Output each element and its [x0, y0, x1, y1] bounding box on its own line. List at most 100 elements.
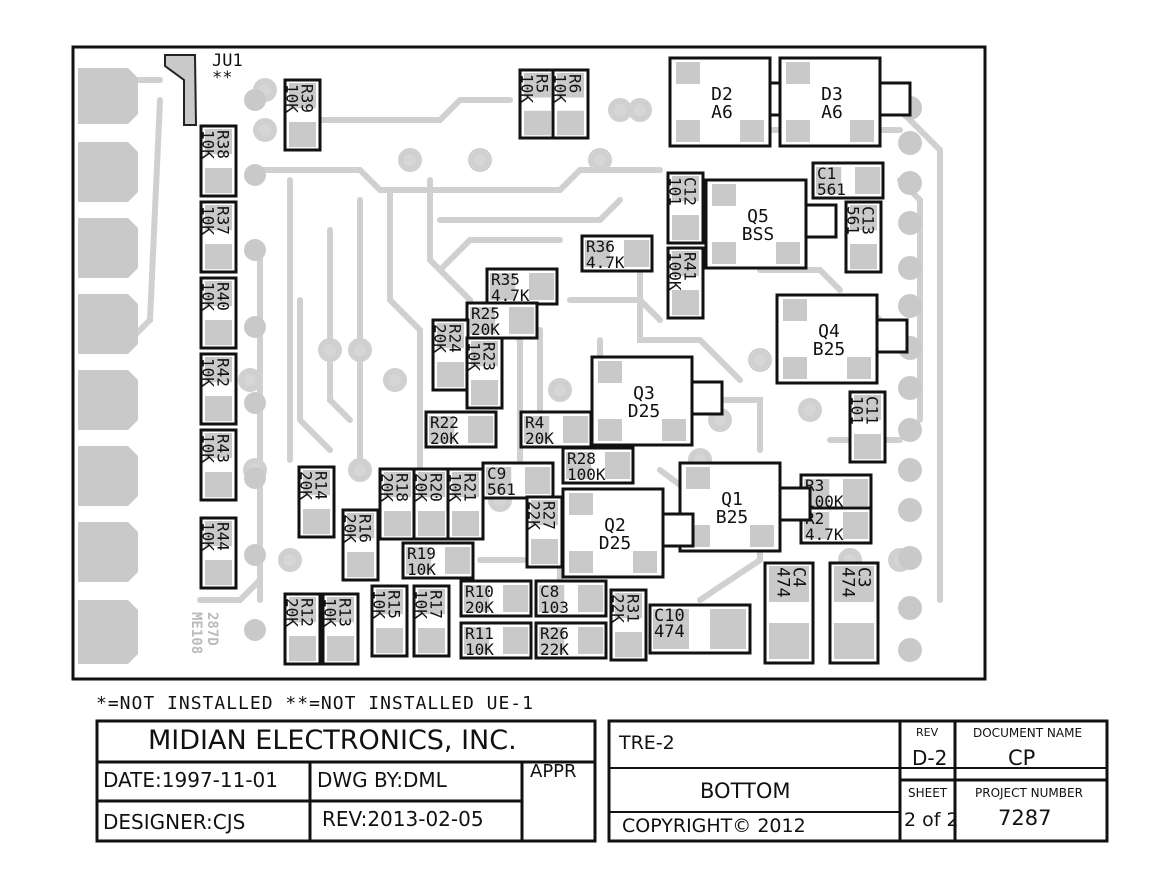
component-label: R610K — [550, 74, 584, 103]
component-r39: R3910K — [282, 78, 322, 152]
component-r42: R4210K — [198, 352, 238, 426]
svg-text:287D: 287D — [204, 612, 220, 646]
drawn-by-field: DWG BY:DML — [317, 768, 447, 792]
component-r6: R610K — [550, 68, 590, 140]
jumper-ju1: JU1 ** — [164, 51, 243, 126]
component-label: R4410K — [198, 522, 232, 551]
component-label: R4010K — [198, 282, 232, 311]
component-label: R3910K — [282, 84, 316, 113]
component-label: C4474 — [773, 567, 809, 598]
component-label: R1710K — [411, 590, 445, 619]
component-r27: R2722K — [524, 495, 564, 569]
component-r15: R1510K — [369, 584, 409, 658]
component-label: R2722K — [524, 501, 558, 530]
component-label: R1220K — [282, 598, 316, 627]
sheet-label: SHEET — [908, 786, 948, 800]
component-label: R510K — [517, 74, 551, 103]
component-r17: R1710K — [411, 584, 451, 658]
component-r38: R3810K — [198, 124, 238, 198]
component-label: R1820K — [377, 473, 411, 502]
jumper-marks: ** — [212, 68, 232, 88]
component-r40: R4010K — [198, 276, 238, 350]
component-r31: R3122K — [608, 588, 648, 662]
company-name: MIDIAN ELECTRONICS, INC. — [148, 725, 517, 756]
component-label: R1310K — [320, 598, 354, 627]
rev-label: REV — [916, 726, 939, 739]
sheet-value: 2 of 2 — [904, 809, 959, 831]
component-label: R3810K — [198, 130, 232, 159]
component-label: R3122K — [608, 594, 642, 623]
component-r37: R3710K — [198, 200, 238, 274]
component-label: R2420K — [430, 324, 464, 353]
date-field: DATE:1997-11-01 — [103, 768, 278, 792]
component-r5: R510K — [517, 68, 557, 140]
component-r44: R4410K — [198, 516, 238, 590]
component-label: C12101 — [665, 177, 699, 206]
component-r21: R2110K — [445, 467, 485, 541]
jumper-label: JU1 — [212, 51, 243, 71]
component-r14: R1420K — [296, 465, 336, 539]
component-label: R1510K — [369, 590, 403, 619]
doc-name-value: CP — [1008, 746, 1036, 770]
appr-field: APPR — [530, 761, 577, 782]
component-r23: R2310K — [464, 336, 504, 410]
rev-date-field: REV:2013-02-05 — [322, 807, 484, 831]
component-label: R3710K — [198, 206, 232, 235]
doc-name-label: DOCUMENT NAME — [973, 726, 1083, 740]
component-r43: R4310K — [198, 428, 238, 502]
component-label: R41100K — [665, 252, 699, 291]
view-name: BOTTOM — [700, 779, 791, 803]
project-number-label: PROJECT NUMBER — [975, 786, 1083, 800]
rev-value: D-2 — [912, 746, 948, 770]
component-label: C3474 — [838, 567, 874, 598]
component-label: R2020K — [411, 473, 445, 502]
designer-field: DESIGNER:CJS — [103, 810, 246, 834]
component-c11: C11101 — [847, 390, 887, 464]
component-r18: R1820K — [377, 467, 417, 541]
component-r12: R1220K — [282, 592, 322, 666]
component-label: R4210K — [198, 358, 232, 387]
install-note: *=NOT INSTALLED **=NOT INSTALLED UE-1 — [96, 693, 534, 714]
component-label: R2310K — [464, 342, 498, 371]
component-c12: C12101 — [665, 171, 705, 245]
svg-text:ME108: ME108 — [188, 612, 204, 654]
component-label: R4310K — [198, 434, 232, 463]
